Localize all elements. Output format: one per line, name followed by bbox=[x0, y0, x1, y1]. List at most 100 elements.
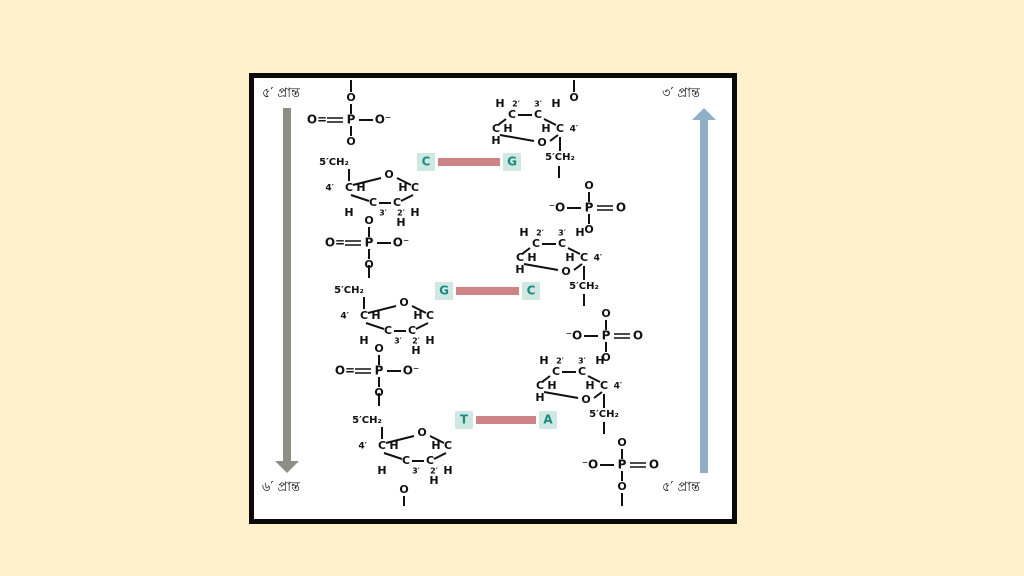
hydrogen: H bbox=[575, 226, 584, 239]
ring-bond bbox=[497, 118, 507, 126]
hydrogen: H bbox=[547, 379, 556, 392]
prime-3-label: 3′ bbox=[394, 337, 402, 346]
ring-carbon: C bbox=[393, 196, 401, 209]
ch2-5prime-label: 5′CH₂ bbox=[334, 285, 364, 296]
ring-carbon: C bbox=[444, 439, 452, 452]
ring-bond bbox=[587, 375, 601, 383]
ch2-5prime-label: 5′CH₂ bbox=[319, 157, 349, 168]
double-bond-oxygen: O bbox=[633, 329, 643, 343]
ring-bond bbox=[365, 322, 385, 330]
prime-2-label: 2′ bbox=[397, 209, 405, 218]
left-strand-top-end-label: ৫′ প্রান্ত bbox=[262, 86, 300, 101]
ring-oxygen: O bbox=[537, 136, 546, 149]
oxygen-atom: O bbox=[374, 386, 383, 399]
phosphorus-atom: P bbox=[585, 201, 594, 215]
ring-bond bbox=[396, 177, 412, 186]
ring-carbon: C bbox=[552, 365, 560, 378]
phosphorus-atom: P bbox=[602, 329, 611, 343]
base-box bbox=[435, 282, 453, 300]
ring-bond bbox=[400, 194, 414, 202]
ring-carbon: C bbox=[536, 379, 544, 392]
ring-carbon: C bbox=[516, 251, 524, 264]
ring-bond bbox=[433, 452, 447, 460]
prime-4-label: 4′ bbox=[594, 254, 603, 264]
hydrogen: H bbox=[491, 134, 500, 147]
ring-carbon: C bbox=[578, 365, 586, 378]
ring-bond bbox=[541, 375, 551, 383]
ring-bond bbox=[543, 391, 579, 399]
hydrogen: H bbox=[541, 122, 550, 135]
double-bond-oxygen: O bbox=[649, 458, 659, 472]
ch2-5prime-label: 5′CH₂ bbox=[589, 409, 619, 420]
ring-carbon: C bbox=[345, 181, 353, 194]
hydrogen: H bbox=[595, 354, 604, 367]
ring-bond bbox=[385, 435, 415, 444]
ring-oxygen: O bbox=[417, 426, 426, 439]
oxygen-atom: O bbox=[617, 480, 626, 493]
base-right: A bbox=[543, 413, 553, 427]
up-arrow-icon bbox=[692, 108, 716, 473]
ring-carbon: C bbox=[408, 324, 416, 337]
prime-4-label: 4′ bbox=[325, 184, 334, 194]
prime-2-label: 2′ bbox=[430, 467, 438, 476]
prime-2-label: 2′ bbox=[556, 357, 564, 366]
ring-oxygen: O bbox=[399, 296, 408, 309]
phosphorus-atom: P bbox=[365, 236, 374, 250]
charged-oxygen: ⁻O bbox=[566, 329, 583, 343]
hydrogen: H bbox=[413, 309, 422, 322]
hydrogen: H bbox=[535, 391, 544, 404]
diagram-frame: ৫′ প্রান্ত ৩′ প্রান্ত ৬′ প্রান্ত ৫′ প্রা… bbox=[249, 73, 737, 524]
hydrogen: H bbox=[519, 226, 528, 239]
ring-bond bbox=[367, 305, 397, 314]
right-strand-top-end-label: ৩′ প্রান্ত bbox=[662, 86, 700, 101]
oxygen-atom: O bbox=[601, 351, 610, 364]
ring-bond bbox=[523, 263, 559, 271]
ring-carbon: C bbox=[384, 324, 392, 337]
ring-bond bbox=[567, 247, 581, 255]
terminal-oxygen: O bbox=[399, 483, 408, 496]
ring-carbon: C bbox=[600, 379, 608, 392]
base-box bbox=[455, 411, 473, 429]
base-right: G bbox=[507, 155, 517, 169]
oxygen-atom: O bbox=[346, 91, 355, 104]
hydrogen: H bbox=[539, 354, 548, 367]
phosphorus-atom: P bbox=[347, 113, 356, 127]
ring-bond bbox=[415, 322, 429, 330]
prime-4-label: 4′ bbox=[358, 442, 367, 452]
base-box bbox=[503, 153, 521, 171]
hydrogen: H bbox=[429, 474, 438, 487]
ring-carbon: C bbox=[508, 108, 516, 121]
hydrogen: H bbox=[503, 122, 512, 135]
ring-bond bbox=[352, 177, 382, 186]
hydrogen: H bbox=[356, 181, 365, 194]
charged-oxygen: O⁻ bbox=[403, 364, 420, 378]
oxygen-atom: O bbox=[584, 179, 593, 192]
charged-oxygen: ⁻O bbox=[582, 458, 599, 472]
hydrogen: H bbox=[585, 379, 594, 392]
ring-bond bbox=[499, 134, 535, 142]
ring-carbon: C bbox=[580, 251, 588, 264]
charged-oxygen: ⁻O bbox=[549, 201, 566, 215]
double-bond-oxygen: O= bbox=[325, 236, 345, 250]
ring-bond bbox=[411, 305, 427, 314]
hydrogen: H bbox=[398, 181, 407, 194]
ring-oxygen: O bbox=[581, 393, 590, 406]
hydrogen: H bbox=[389, 439, 398, 452]
ch2-5prime-label: 5′CH₂ bbox=[352, 415, 382, 426]
ring-bond bbox=[549, 134, 559, 142]
double-bond-oxygen: O bbox=[616, 201, 626, 215]
oxygen-atom: O bbox=[374, 342, 383, 355]
ring-carbon: C bbox=[378, 439, 386, 452]
prime-3-label: 3′ bbox=[558, 229, 566, 238]
double-bond-oxygen: O= bbox=[307, 113, 327, 127]
base-box bbox=[539, 411, 557, 429]
prime-4-label: 4′ bbox=[340, 312, 349, 322]
ring-oxygen: O bbox=[561, 265, 570, 278]
ring-carbon: C bbox=[426, 309, 434, 322]
prime-2-label: 2′ bbox=[512, 100, 520, 109]
oxygen-atom: O bbox=[346, 135, 355, 148]
oxygen-atom: O bbox=[601, 307, 610, 320]
base-box bbox=[522, 282, 540, 300]
prime-3-label: 3′ bbox=[534, 100, 542, 109]
